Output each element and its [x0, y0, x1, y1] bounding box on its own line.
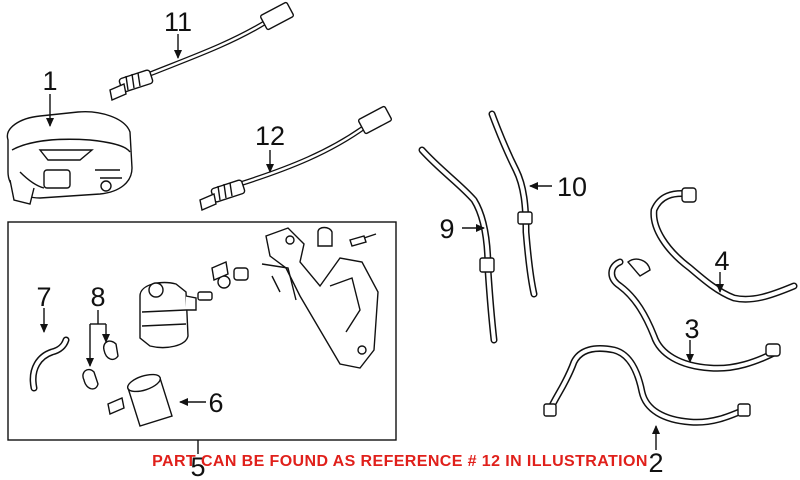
part-12-sensor	[199, 105, 392, 211]
part-8-clamps	[82, 340, 119, 390]
group-5-frame	[7, 221, 397, 441]
callout-5-label: 5	[190, 452, 205, 480]
callout-3-label: 3	[684, 314, 699, 344]
part-4-pipe	[650, 187, 798, 303]
callout-11-label: 11	[164, 7, 192, 37]
fittings	[197, 226, 377, 301]
valve-body	[139, 281, 197, 349]
callout-4-label: 4	[714, 246, 729, 276]
callout-2-label: 2	[648, 448, 663, 478]
callout-8-label: 8	[90, 282, 105, 312]
part-11-sensor	[109, 1, 294, 101]
callout-6-label: 6	[208, 388, 223, 418]
part-1-housing	[6, 111, 133, 205]
callout-1-label: 1	[42, 66, 57, 96]
callout-10-label: 10	[557, 172, 587, 202]
part-9-hose	[418, 146, 498, 344]
part-7-hose	[29, 336, 70, 392]
part-6-canister	[107, 373, 173, 427]
callout-9-label: 9	[439, 214, 454, 244]
part-3-pipe	[608, 258, 781, 372]
part-2-pipe	[543, 345, 751, 426]
callout-12-label: 12	[255, 121, 285, 151]
mounting-bracket	[261, 227, 379, 369]
callout-7-label: 7	[36, 282, 51, 312]
part-10-hose	[488, 110, 538, 298]
reference-note: PART CAN BE FOUND AS REFERENCE # 12 IN I…	[152, 453, 648, 470]
